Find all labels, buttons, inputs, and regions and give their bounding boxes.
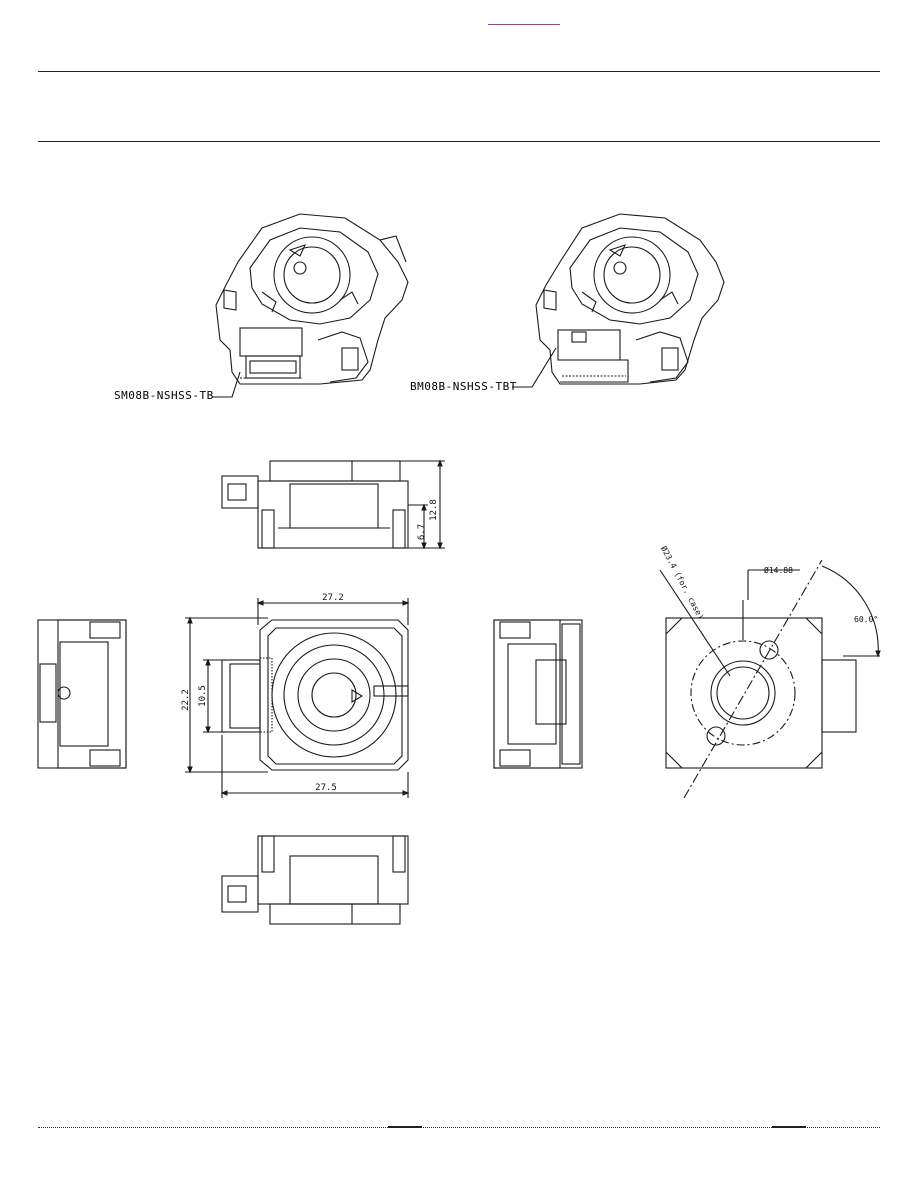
- dim-pcb-pitch-circle: Ø23.4 (for. case): [659, 544, 706, 621]
- part-label-right: BM08B-NSHSS-TBT: [410, 380, 517, 393]
- isometric-view-right: [535, 213, 725, 385]
- dim-side-height-total: 12.8: [429, 499, 439, 521]
- dim-bottom-width: 27.5: [315, 783, 337, 793]
- footer-mark-right: [772, 1126, 806, 1128]
- isometric-view-left: [215, 213, 409, 385]
- dim-pcb-hole-diameter: Ø14.88: [764, 565, 793, 575]
- side-view-left: [37, 619, 127, 769]
- part-label-left: SM08B-NSHSS-TB: [114, 389, 214, 402]
- dim-left-height-total: 22.2: [181, 689, 191, 711]
- pcb-layout-view: [659, 559, 881, 799]
- plan-view: [185, 598, 410, 798]
- footer-mark-left: [388, 1126, 422, 1128]
- dim-pcb-angle: 60.0°: [854, 615, 878, 624]
- dim-left-height-connector: 10.5: [198, 685, 208, 707]
- dim-top-width: 27.2: [322, 593, 344, 603]
- side-view-top: [221, 459, 445, 550]
- leader-line-right: [512, 347, 557, 388]
- footer-rule: [38, 1127, 880, 1128]
- header-rule-bottom: [38, 141, 880, 142]
- leader-line-left: [212, 371, 241, 398]
- bottom-view: [221, 835, 409, 925]
- header-rule-top: [38, 71, 880, 72]
- side-view-right: [493, 619, 583, 769]
- header-link-underline[interactable]: [488, 24, 560, 25]
- dim-side-height-small: 6.7: [417, 524, 427, 540]
